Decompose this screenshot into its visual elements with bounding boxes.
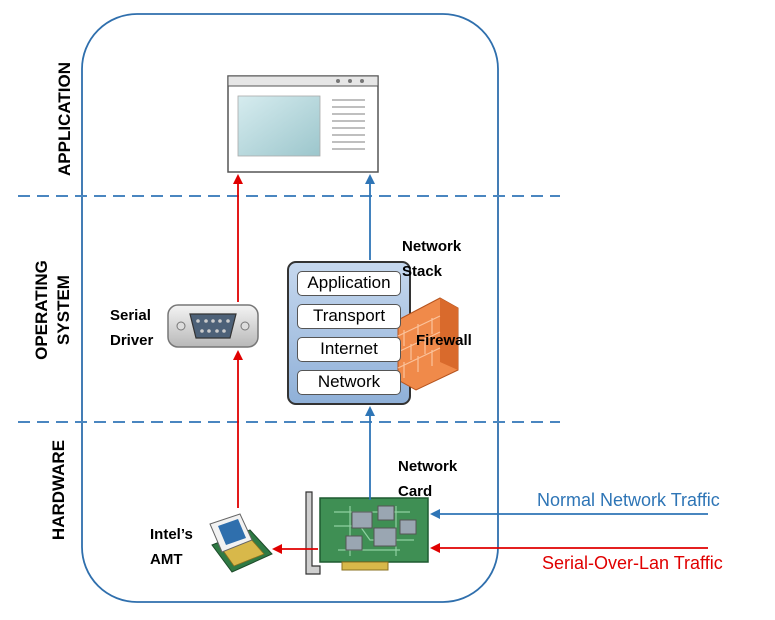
network-stack-label: Network Stack [402,234,461,284]
serial-traffic-label: Serial-Over-Lan Traffic [542,553,723,573]
network-stack-label-line1: Network [402,238,462,255]
intel-amt-label-line1: Intel’s [150,526,193,543]
network-card-label-line2: Card [398,483,433,500]
section-label-application: APPLICATION [55,62,74,176]
cpu-chip-icon [209,513,273,573]
network-stack-label-line2: Stack [402,263,443,280]
stack-layer-network: Network [297,370,401,395]
firewall-label: Firewall [416,332,472,349]
app-window-icon [227,75,379,173]
stack-layer-transport: Transport [297,304,401,329]
network-card-label-line1: Network [398,458,458,475]
serial-driver-label: Serial Driver [110,303,153,353]
normal-traffic-label: Normal Network Traffic [537,490,720,510]
stack-layer-internet: Internet [297,337,401,362]
serial-driver-label-line1: Serial [110,307,151,324]
section-label-os-line1: OPERATING [32,260,51,360]
serial-port-icon [167,304,259,348]
section-label-hardware: HARDWARE [49,439,68,541]
section-label-operating-system: OPERATING SYSTEM [31,245,75,375]
intel-amt-label: Intel’s AMT [150,522,193,572]
network-card-label: Network Card [398,454,457,504]
network-card-icon [305,491,429,575]
serial-driver-label-line2: Driver [110,332,154,349]
stack-layer-application: Application [297,271,401,296]
section-label-os-line2: SYSTEM [54,275,73,345]
intel-amt-label-line2: AMT [150,551,183,568]
firewall-icon [397,297,459,391]
